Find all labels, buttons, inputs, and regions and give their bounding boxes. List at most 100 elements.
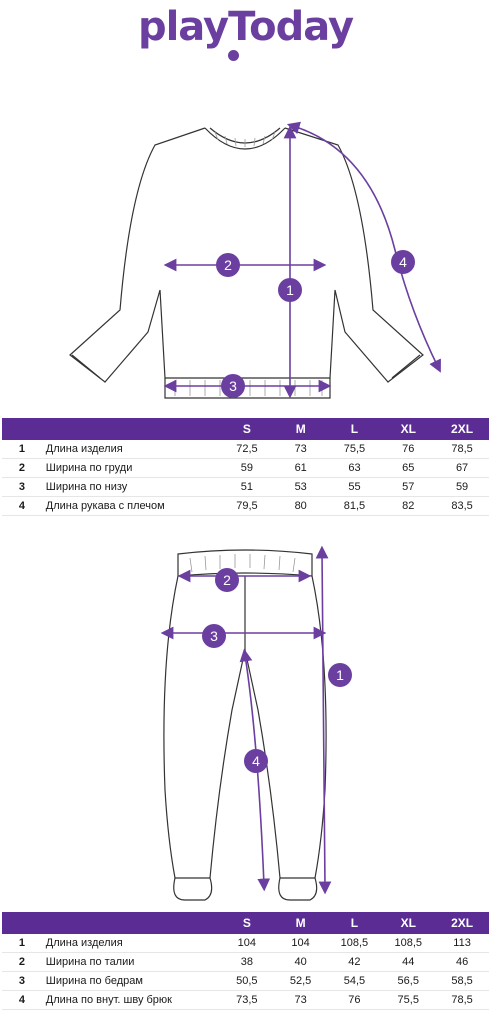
cell-value: 54,5 (327, 971, 382, 991)
cell-value: 82 (381, 496, 436, 516)
pants-badge-3: 3 (202, 624, 226, 648)
cell-value: 52,5 (273, 971, 328, 991)
table-row: 2 Ширина по талии 38 40 42 44 46 (2, 952, 489, 972)
cell-value: 80 (273, 496, 328, 516)
cell-value: 40 (273, 952, 328, 972)
cell-value: 75,5 (327, 440, 382, 459)
svg-text:4: 4 (252, 753, 260, 769)
cell-value: 51 (220, 477, 274, 497)
brand-logo: playToday (0, 4, 491, 66)
svg-text:3: 3 (210, 628, 218, 644)
pants-waistband-gathers (189, 554, 296, 573)
table-row: 3 Ширина по бедрам 50,5 52,5 54,5 56,5 5… (2, 971, 489, 991)
cell-value: 46 (435, 952, 489, 972)
row-label: Ширина по бедрам (41, 971, 220, 991)
cell-value: 53 (273, 477, 328, 497)
cell-value: 59 (220, 458, 274, 478)
cell-value: 44 (381, 952, 436, 972)
size-label: 2XL (435, 418, 489, 440)
table-row: 4 Длина рукава с плечом 79,5 80 81,5 82 … (2, 496, 489, 516)
row-label: Длина рукава с плечом (41, 496, 221, 516)
cell-value: 104 (273, 934, 328, 953)
cell-value: 50,5 (219, 971, 274, 991)
cell-value: 76 (327, 990, 382, 1010)
row-number: 3 (2, 477, 42, 497)
row-number: 2 (2, 458, 42, 478)
cell-value: 58,5 (435, 971, 489, 991)
cell-value: 78,5 (435, 440, 489, 459)
size-label: XL (381, 912, 436, 934)
cell-value: 42 (327, 952, 382, 972)
cell-value: 61 (273, 458, 328, 478)
cell-value: 83,5 (435, 496, 489, 516)
row-number: 3 (2, 971, 42, 991)
size-label: S (219, 912, 274, 934)
size-label: M (273, 912, 328, 934)
cell-value: 75,5 (381, 990, 436, 1010)
sweatshirt-ribbing (174, 131, 323, 396)
cell-value: 38 (219, 952, 274, 972)
pants-badge-1: 1 (328, 663, 352, 687)
row-label: Ширина по груди (41, 458, 221, 478)
cell-value: 104 (219, 934, 274, 953)
sweatshirt-badge-4: 4 (391, 250, 415, 274)
cell-value: 56,5 (381, 971, 436, 991)
cell-value: 73 (273, 990, 328, 1010)
logo-text: playToday (137, 4, 354, 50)
cell-value: 113 (435, 934, 489, 953)
row-number: 2 (2, 952, 42, 972)
sweatshirt-size-table: S M L XL 2XL 1 Длина изделия 72,5 73 75,… (2, 418, 489, 516)
cell-value: 72,5 (220, 440, 274, 459)
size-header-row: S M L XL 2XL (2, 418, 489, 440)
cell-value: 73,5 (219, 990, 274, 1010)
row-label: Ширина по талии (41, 952, 220, 972)
pants-size-table: S M L XL 2XL 1 Длина изделия 104 104 108… (2, 912, 489, 1010)
logo-dot (228, 50, 239, 61)
size-label: L (327, 418, 382, 440)
sweatshirt-badge-2: 2 (216, 253, 240, 277)
table-row: 3 Ширина по низу 51 53 55 57 59 (2, 477, 489, 497)
size-label: 2XL (435, 912, 489, 934)
svg-text:3: 3 (229, 378, 237, 394)
cell-value: 78,5 (435, 990, 489, 1010)
cell-value: 59 (435, 477, 489, 497)
pants-measure-lines (160, 545, 332, 895)
row-label: Длина изделия (41, 440, 221, 459)
cell-value: 76 (381, 440, 436, 459)
row-number: 1 (2, 934, 42, 953)
svg-text:4: 4 (399, 254, 407, 270)
pants-badge-2: 2 (215, 568, 239, 592)
size-label: S (220, 418, 274, 440)
cell-value: 57 (381, 477, 436, 497)
sweatshirt-outline (69, 127, 424, 399)
svg-text:1: 1 (336, 667, 344, 683)
cell-value: 108,5 (327, 934, 382, 953)
row-number: 1 (2, 440, 42, 459)
size-label: M (273, 418, 328, 440)
svg-text:2: 2 (224, 257, 232, 273)
cell-value: 65 (381, 458, 436, 478)
size-header-row: S M L XL 2XL (2, 912, 489, 934)
row-label: Длина по внут. шву брюк (41, 990, 220, 1010)
row-label: Длина изделия (41, 934, 220, 953)
sweatshirt-measure-lines (163, 121, 441, 399)
cell-value: 55 (327, 477, 382, 497)
size-label: XL (381, 418, 436, 440)
cell-value: 79,5 (220, 496, 274, 516)
cell-value: 81,5 (327, 496, 382, 516)
cell-value: 67 (435, 458, 489, 478)
table-row: 1 Длина изделия 72,5 73 75,5 76 78,5 (2, 440, 489, 459)
svg-text:2: 2 (223, 572, 231, 588)
cell-value: 108,5 (381, 934, 436, 953)
row-label: Ширина по низу (41, 477, 221, 497)
table-row: 1 Длина изделия 104 104 108,5 108,5 113 (2, 934, 489, 953)
pants-badge-4: 4 (244, 749, 268, 773)
table-row: 4 Длина по внут. шву брюк 73,5 73 76 75,… (2, 990, 489, 1010)
pants-outline (163, 549, 327, 901)
table-row: 2 Ширина по груди 59 61 63 65 67 (2, 458, 489, 478)
sweatshirt-badge-3: 3 (221, 374, 245, 398)
pants-diagram: 1 2 3 4 (160, 545, 352, 901)
cell-value: 63 (327, 458, 382, 478)
sweatshirt-badge-1: 1 (278, 278, 302, 302)
row-number: 4 (2, 496, 42, 516)
